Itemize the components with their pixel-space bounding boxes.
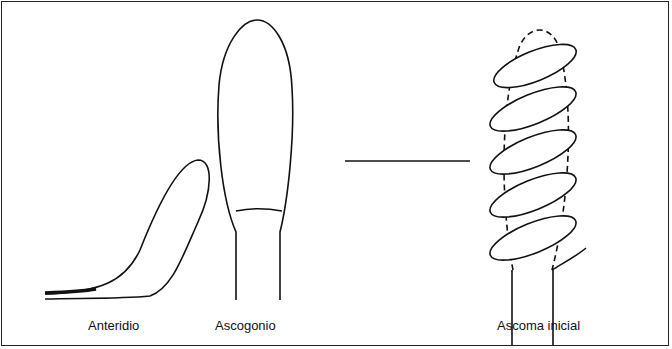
part-label: Ascogonio xyxy=(215,318,276,334)
antheridium-drawing xyxy=(45,160,209,299)
part-label: Anteridio xyxy=(88,318,139,334)
frame xyxy=(2,2,669,346)
part-label: Ascoma inicial xyxy=(497,318,580,334)
separator-line xyxy=(345,160,470,161)
ascogonium-drawing xyxy=(218,20,293,300)
ascoma-drawing xyxy=(485,30,586,345)
